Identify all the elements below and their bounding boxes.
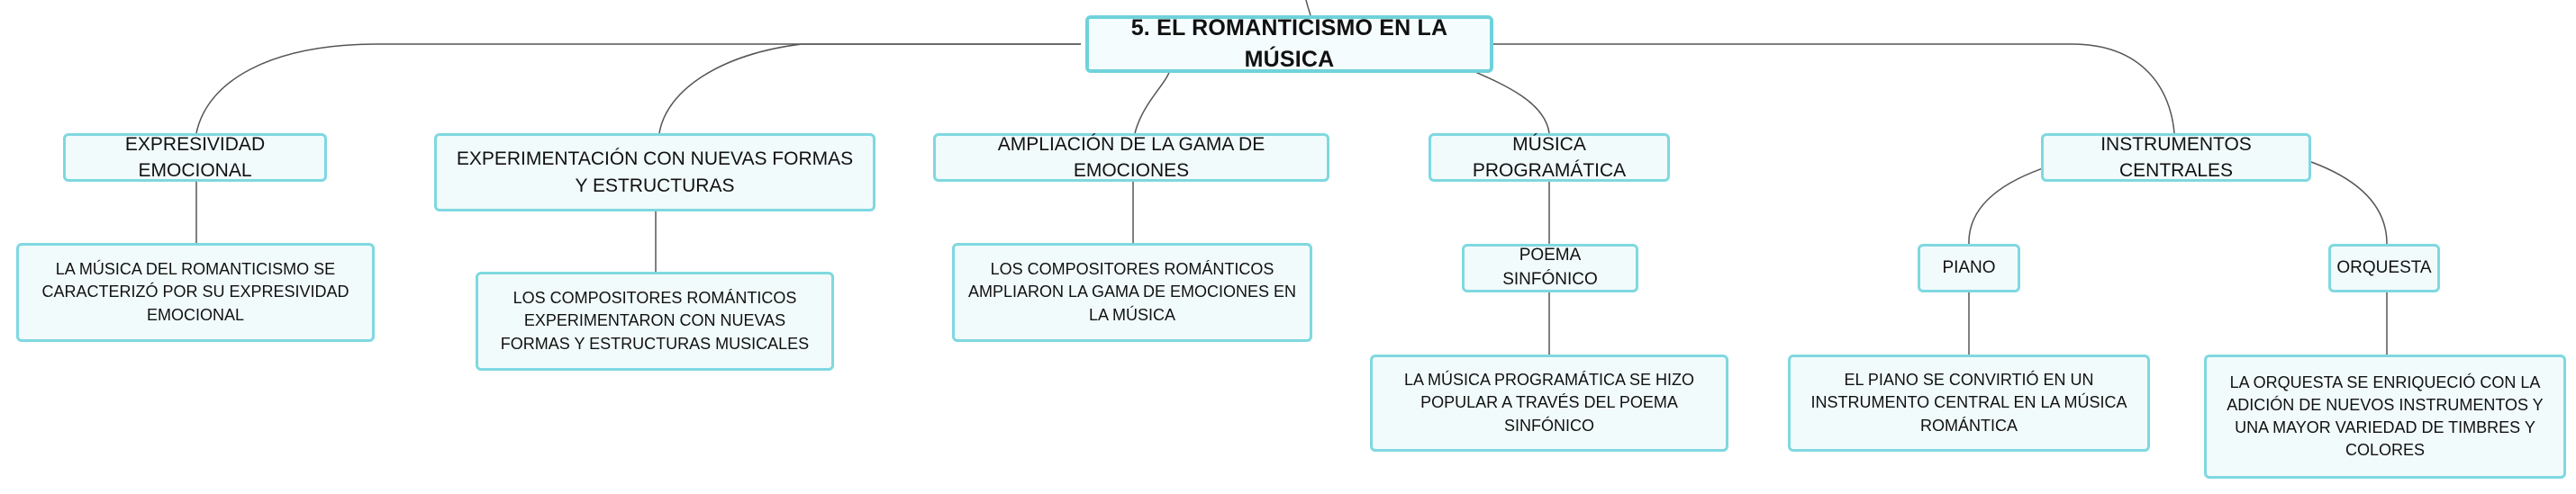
leaf-orquesta[interactable]: LA ORQUESTA SE ENRIQUECIÓ CON LA ADICIÓN…	[2204, 355, 2566, 479]
leaf-piano[interactable]: EL PIANO SE CONVIRTIÓ EN UN INSTRUMENTO …	[1788, 355, 2150, 452]
leaf-text: LA ORQUESTA SE ENRIQUECIÓ CON LA ADICIÓN…	[2227, 373, 2544, 460]
topic-instrumentos-centrales[interactable]: INSTRUMENTOS CENTRALES	[2041, 133, 2311, 182]
root-topic-label: 5. EL ROMANTICISMO EN LA MÚSICA	[1130, 15, 1448, 72]
topic-label: EXPERIMENTACIÓN CON NUEVAS FORMAS Y ESTR…	[456, 148, 854, 196]
leaf-text: LOS COMPOSITORES ROMÁNTICOS AMPLIARON LA…	[967, 260, 1297, 324]
topic-label: AMPLIACIÓN DE LA GAMA DE EMOCIONES	[997, 133, 1265, 181]
topic-musica-programatica[interactable]: MÚSICA PROGRAMÁTICA	[1429, 133, 1670, 182]
connector-root-experimentacion	[658, 43, 1081, 134]
subtopic-label: ORQUESTA	[2336, 257, 2432, 277]
leaf-expresividad-emocional[interactable]: LA MÚSICA DEL ROMANTICISMO SE CARACTERIZ…	[16, 243, 375, 342]
leaf-experimentacion[interactable]: LOS COMPOSITORES ROMÁNTICOS EXPERIMENTAR…	[476, 272, 834, 371]
subtopic-orquesta[interactable]: ORQUESTA	[2328, 244, 2440, 292]
topic-label: MÚSICA PROGRAMÁTICA	[1472, 133, 1627, 181]
topic-label: INSTRUMENTOS CENTRALES	[2100, 133, 2252, 181]
leaf-text: LA MÚSICA DEL ROMANTICISMO SE CARACTERIZ…	[41, 260, 349, 324]
subtopic-poema-sinfonico[interactable]: POEMA SINFÓNICO	[1462, 244, 1638, 292]
topic-expresividad-emocional[interactable]: EXPRESIVIDAD EMOCIONAL	[63, 133, 327, 182]
connector-root-expresividad	[195, 43, 1081, 134]
leaf-ampliacion[interactable]: LOS COMPOSITORES ROMÁNTICOS AMPLIARON LA…	[952, 243, 1312, 342]
subtopic-label: PIANO	[1942, 257, 1996, 277]
topic-label: EXPRESIVIDAD EMOCIONAL	[124, 133, 266, 181]
leaf-poema-sinfonico[interactable]: LA MÚSICA PROGRAMÁTICA SE HIZO POPULAR A…	[1370, 355, 1728, 452]
topic-experimentacion[interactable]: EXPERIMENTACIÓN CON NUEVAS FORMAS Y ESTR…	[434, 133, 875, 211]
connector-root-instrumentos	[1493, 43, 2175, 134]
topic-ampliacion[interactable]: AMPLIACIÓN DE LA GAMA DE EMOCIONES	[933, 133, 1329, 182]
connector-instrumentos-orquesta	[2310, 161, 2388, 245]
leaf-text: LOS COMPOSITORES ROMÁNTICOS EXPERIMENTAR…	[500, 289, 810, 353]
leaf-text: EL PIANO SE CONVIRTIÓ EN UN INSTRUMENTO …	[1810, 371, 2127, 435]
subtopic-label: POEMA SINFÓNICO	[1502, 246, 1598, 289]
leaf-text: LA MÚSICA PROGRAMÁTICA SE HIZO POPULAR A…	[1403, 371, 1695, 435]
subtopic-piano[interactable]: PIANO	[1918, 244, 2020, 292]
connector-root-parent	[1305, 0, 1311, 16]
root-topic[interactable]: 5. EL ROMANTICISMO EN LA MÚSICA	[1085, 15, 1493, 73]
